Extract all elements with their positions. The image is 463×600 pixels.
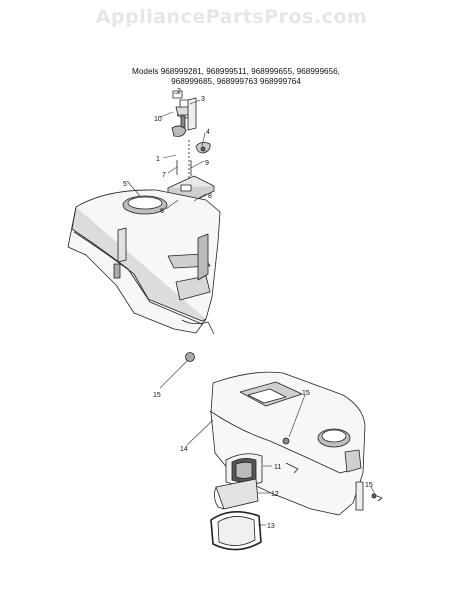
callout-labels: 10 2 3 4 1 7 9 5 6 8 15 15 14 11 12 13 1… <box>123 88 373 530</box>
models-line-1: Models 968999281, 968999511, 968999655, … <box>132 67 340 76</box>
leader-lines <box>126 92 376 526</box>
part-15-fasteners <box>371 493 383 502</box>
key-switch-assembly <box>171 90 211 190</box>
callout-1: 1 <box>156 156 160 163</box>
callout-14: 14 <box>180 446 188 453</box>
callout-5: 5 <box>123 181 127 188</box>
watermark: AppliancePartsPros.com <box>95 6 368 28</box>
callout-13: 13 <box>267 523 275 530</box>
callout-9: 9 <box>205 160 209 167</box>
callout-8: 8 <box>208 193 212 200</box>
callout-15c: 15 <box>365 482 373 489</box>
callout-6: 6 <box>160 208 164 215</box>
models-caption: Models 968999281, 968999511, 968999655, … <box>86 67 386 87</box>
callout-3: 3 <box>201 96 205 103</box>
models-line-2: 968999685, 968999763 968999764 <box>171 77 301 86</box>
callout-12: 12 <box>271 491 279 498</box>
callout-10: 10 <box>154 116 162 123</box>
part-12-cover <box>214 478 259 510</box>
callout-7: 7 <box>162 172 166 179</box>
callout-15b: 15 <box>302 390 310 397</box>
callout-2: 2 <box>177 88 181 95</box>
upper-console-housing <box>67 189 221 362</box>
callout-11: 11 <box>274 464 281 471</box>
part-11-filter-cover <box>225 453 263 486</box>
part-13-gasket <box>210 511 262 551</box>
callout-15a: 15 <box>153 392 161 399</box>
callout-4: 4 <box>206 129 210 136</box>
